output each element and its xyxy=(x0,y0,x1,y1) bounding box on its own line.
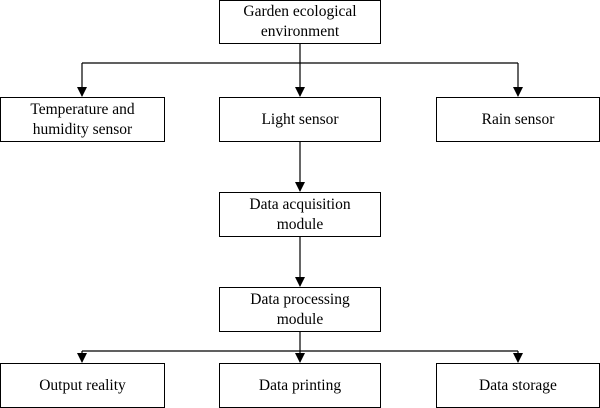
node-light-sensor: Light sensor xyxy=(219,97,381,142)
node-rain-sensor: Rain sensor xyxy=(436,97,600,142)
node-output-reality: Output reality xyxy=(0,363,165,408)
node-data-acquisition-module: Data acquisition module xyxy=(219,192,381,237)
node-data-storage: Data storage xyxy=(436,363,600,408)
node-data-printing: Data printing xyxy=(219,363,381,408)
node-data-processing-module: Data processing module xyxy=(219,287,381,332)
node-temperature-humidity-sensor: Temperature and humidity sensor xyxy=(0,97,165,142)
node-garden-ecological-environment: Garden ecological environment xyxy=(219,0,381,44)
